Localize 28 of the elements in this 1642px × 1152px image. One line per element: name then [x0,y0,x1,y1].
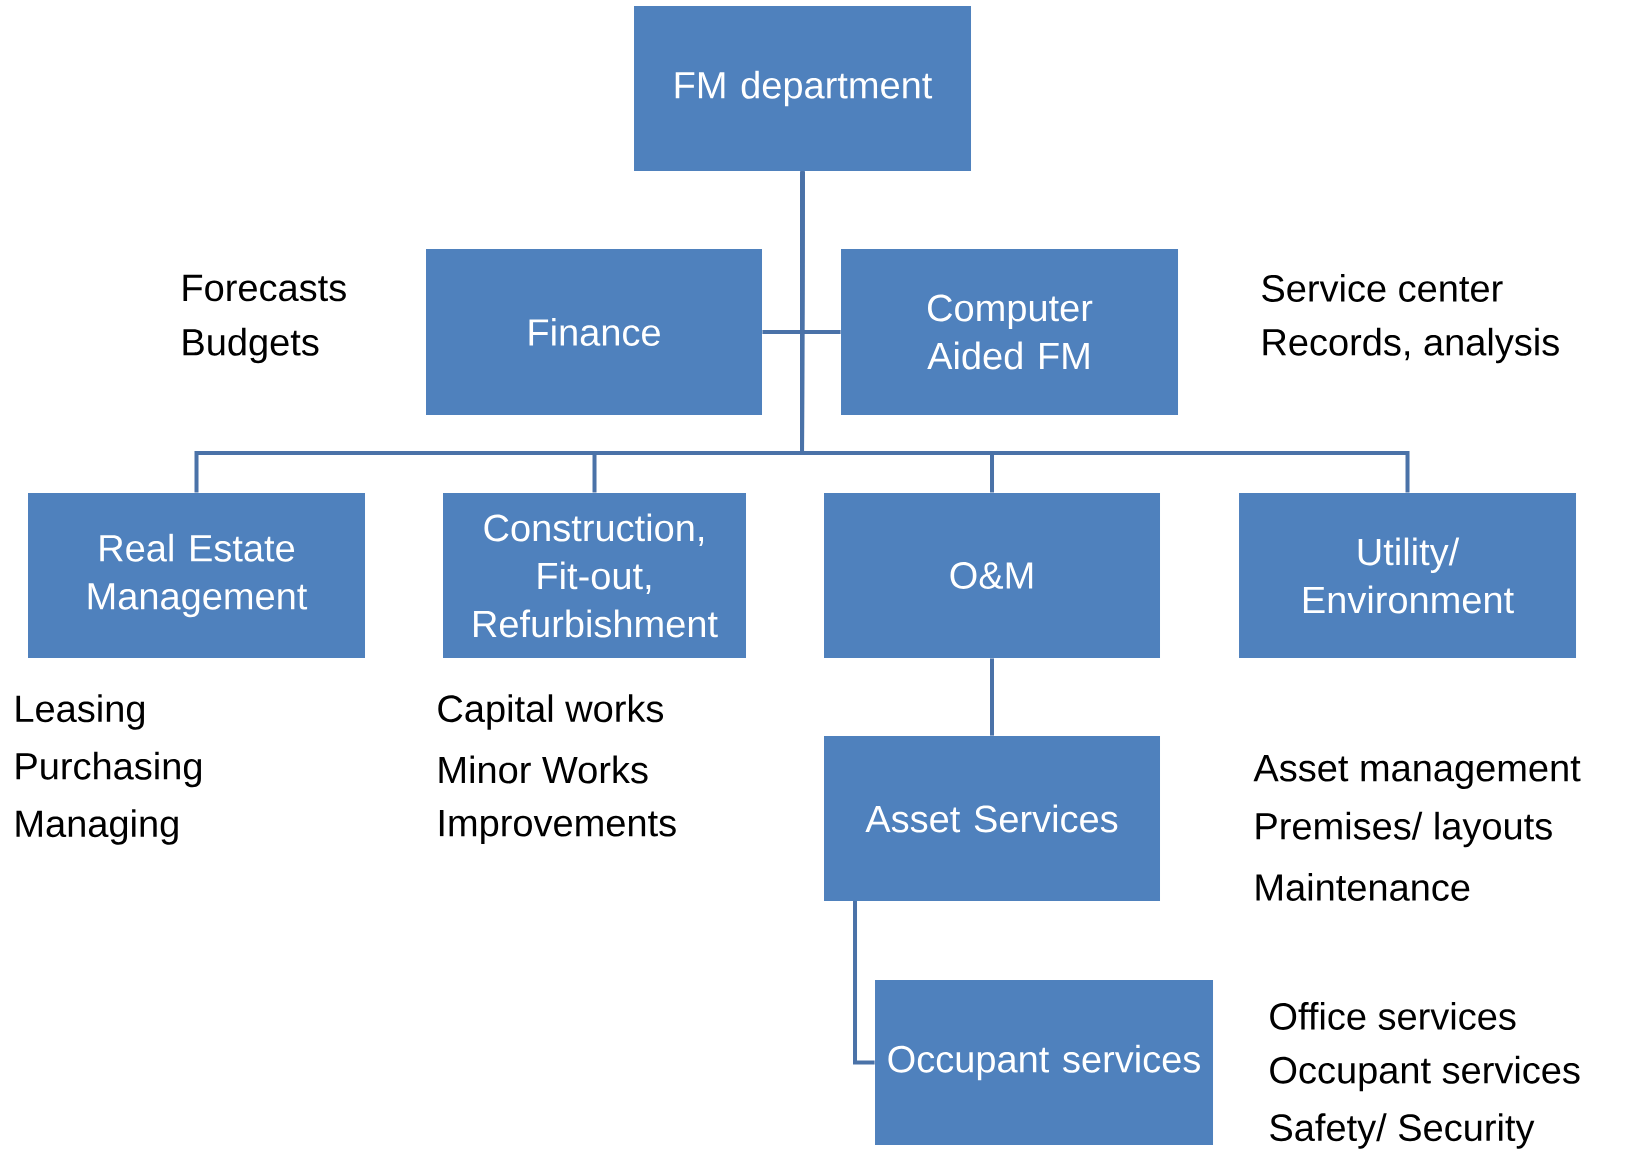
note-text: Service center [1262,274,1503,302]
org-box: FM department [634,6,971,171]
note-text: Improvements [439,810,676,844]
org-box: Real Estate Management [28,493,365,658]
note-text: Leasing [16,694,144,730]
note-text: Records, analysis [1263,327,1559,364]
note-text: Occupant services [1270,1055,1580,1092]
connector-line [990,658,994,736]
org-box: Asset Services [824,736,1160,901]
note-text: Premises/ layouts [1256,811,1552,848]
note-text: Purchasing [16,751,201,788]
note-text: Budgets [183,327,319,364]
org-box: Occupant services [875,980,1213,1145]
org-box: Utility/ Environment [1239,493,1576,658]
note-text: Capital works [438,694,664,730]
note-text: Asset management [1253,755,1581,789]
note-text: Safety/ Security [1270,1113,1535,1149]
org-box: Finance [426,249,762,415]
connector-line [853,901,875,1065]
note-text: Maintenance [1256,873,1470,901]
org-box: Construction, Fit-out, Refurbishment [443,493,746,658]
org-box: Computer Aided FM [841,249,1178,415]
note-text: Forecasts [183,274,346,302]
note-text: Managing [16,809,178,845]
note-text: Office services [1270,1002,1516,1030]
note-text: Minor Works [439,755,648,784]
org-box: O&M [824,493,1160,658]
connector-line [800,171,1410,493]
